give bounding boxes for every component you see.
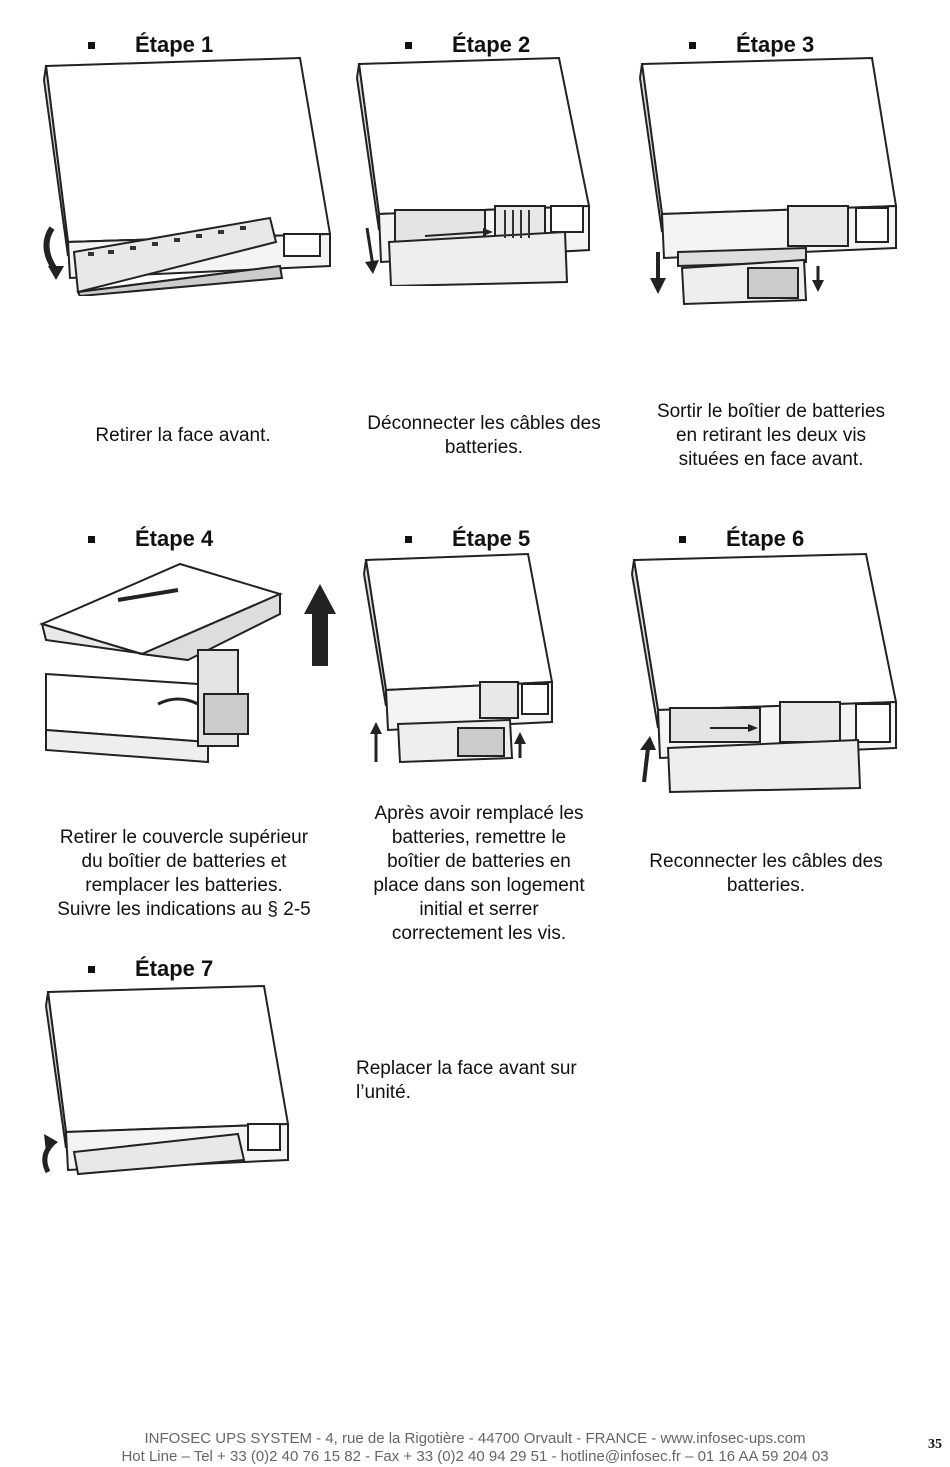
caption-line: initial et serrer xyxy=(419,899,539,920)
step-5-illustration xyxy=(362,552,554,764)
caption-line: place dans son logement xyxy=(373,875,585,896)
step-4-label: Étape 4 xyxy=(135,526,214,551)
caption-line: Retirer le couvercle supérieur xyxy=(59,827,309,848)
step-1-caption: Retirer la face avant. xyxy=(40,424,326,448)
step-2-label: Étape 2 xyxy=(452,32,531,57)
page-number: 35 xyxy=(928,1437,942,1452)
bullet-icon xyxy=(88,41,95,49)
step-3-label: Étape 3 xyxy=(736,32,815,57)
caption-line: boîtier de batteries en xyxy=(387,851,571,872)
caption-line: Sortir le boîtier de batteries xyxy=(656,401,886,422)
footer-address: INFOSEC UPS SYSTEM - 4, rue de la Rigoti… xyxy=(144,1430,806,1447)
caption-line: correctement les vis. xyxy=(391,923,567,944)
step-5-heading: Étape 5 xyxy=(405,526,530,552)
step-1-heading: Étape 1 xyxy=(88,32,213,58)
step-6-caption: Reconnecter les câbles des batteries. xyxy=(626,850,906,898)
caption-line: remplacer les batteries. xyxy=(85,875,283,896)
step-5-label: Étape 5 xyxy=(452,526,531,551)
bullet-icon xyxy=(689,41,696,49)
step-1-illustration xyxy=(42,56,332,296)
step-7-label: Étape 7 xyxy=(135,956,214,981)
caption-line: Suivre les indications au § 2-5 xyxy=(57,899,311,920)
caption-line: Replacer la face avant sur xyxy=(356,1058,577,1079)
step-7-caption: Replacer la face avant sur l’unité. xyxy=(356,1057,646,1105)
footer-hotline: Hot Line – Tel + 33 (0)2 40 76 15 82 - F… xyxy=(121,1448,829,1465)
step-6-heading: Étape 6 xyxy=(679,526,804,552)
step-3-caption: Sortir le boîtier de batteries en retira… xyxy=(630,400,912,472)
step-4-caption: Retirer le couvercle supérieur du boîtie… xyxy=(36,826,332,922)
bullet-icon xyxy=(88,965,95,973)
step-4-illustration xyxy=(39,562,336,764)
caption-line: Après avoir remplacé les xyxy=(374,803,584,824)
bullet-icon xyxy=(405,41,412,49)
step-2-illustration xyxy=(355,56,591,286)
step-6-illustration xyxy=(630,552,898,794)
caption-line: batteries. xyxy=(726,875,806,896)
caption-line: l’unité. xyxy=(356,1082,411,1103)
step-5-caption: Après avoir remplacé les batteries, reme… xyxy=(346,802,612,946)
step-4-heading: Étape 4 xyxy=(88,526,213,552)
caption-line: batteries, remettre le xyxy=(391,827,567,848)
step-2-heading: Étape 2 xyxy=(405,32,530,58)
step-7-illustration xyxy=(42,984,290,1176)
caption-line: du boîtier de batteries et xyxy=(81,851,287,872)
caption-line: batteries. xyxy=(444,437,524,458)
caption-line: Déconnecter les câbles des xyxy=(367,413,601,434)
step-7-heading: Étape 7 xyxy=(88,956,213,982)
caption-line: en retirant les deux vis xyxy=(675,425,867,446)
step-6-label: Étape 6 xyxy=(726,526,805,551)
step-3-heading: Étape 3 xyxy=(689,32,814,58)
bullet-icon xyxy=(405,535,412,543)
caption-line: situées en face avant. xyxy=(678,449,864,470)
step-3-illustration xyxy=(638,56,898,306)
caption-line: Reconnecter les câbles des xyxy=(649,851,883,872)
step-1-label: Étape 1 xyxy=(135,32,214,57)
caption-line: Retirer la face avant. xyxy=(95,425,271,446)
bullet-icon xyxy=(88,535,95,543)
bullet-icon xyxy=(679,535,686,543)
step-2-caption: Déconnecter les câbles des batteries. xyxy=(346,412,622,460)
page-footer: INFOSEC UPS SYSTEM - 4, rue de la Rigoti… xyxy=(0,1430,950,1466)
